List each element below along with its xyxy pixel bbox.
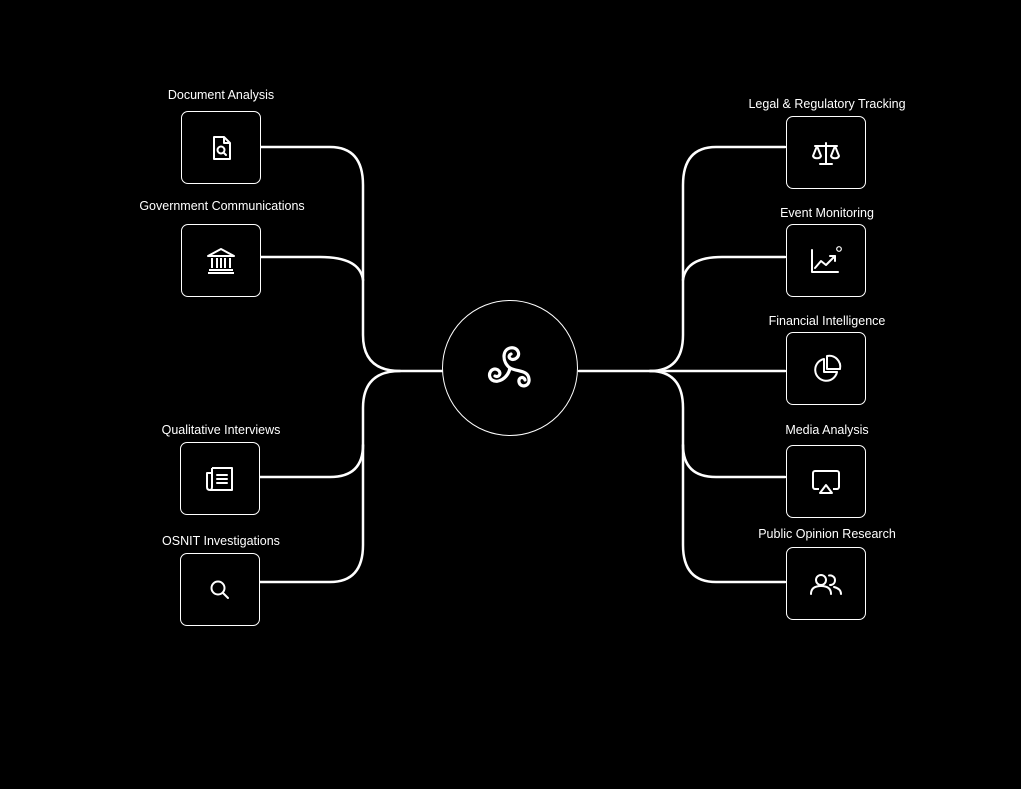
newspaper-icon bbox=[206, 466, 233, 491]
node-label-qualitative-interviews: Qualitative Interviews bbox=[161, 423, 281, 437]
node-label-document-analysis: Document Analysis bbox=[167, 88, 275, 102]
scales-icon bbox=[812, 141, 840, 165]
node-document-analysis[interactable] bbox=[181, 111, 261, 184]
node-label-event-monitoring: Event Monitoring bbox=[780, 206, 874, 220]
node-financial-intelligence[interactable] bbox=[786, 332, 866, 405]
node-label-government-communications: Government Communications bbox=[139, 199, 305, 213]
node-label-osnit-investigations: OSNIT Investigations bbox=[162, 534, 280, 548]
node-government-communications[interactable] bbox=[181, 224, 261, 297]
triskelion-icon bbox=[487, 346, 531, 388]
government-building-icon bbox=[207, 247, 235, 274]
document-search-icon bbox=[213, 135, 231, 160]
node-media-analysis[interactable] bbox=[786, 445, 866, 518]
node-legal-regulatory-tracking[interactable] bbox=[786, 116, 866, 189]
node-label-public-opinion-research: Public Opinion Research bbox=[758, 527, 896, 541]
node-osnit-investigations[interactable] bbox=[180, 553, 260, 626]
node-label-media-analysis: Media Analysis bbox=[785, 423, 869, 437]
airplay-icon bbox=[812, 469, 840, 494]
search-icon bbox=[210, 580, 229, 599]
node-event-monitoring[interactable] bbox=[786, 224, 866, 297]
central-hub[interactable] bbox=[442, 300, 578, 436]
node-qualitative-interviews[interactable] bbox=[180, 442, 260, 515]
node-public-opinion-research[interactable] bbox=[786, 547, 866, 620]
pie-chart-icon bbox=[814, 354, 842, 382]
node-label-legal-regulatory-tracking: Legal & Regulatory Tracking bbox=[748, 97, 906, 111]
users-icon bbox=[810, 573, 842, 595]
node-label-financial-intelligence: Financial Intelligence bbox=[768, 314, 886, 328]
trend-chart-icon bbox=[811, 245, 842, 273]
